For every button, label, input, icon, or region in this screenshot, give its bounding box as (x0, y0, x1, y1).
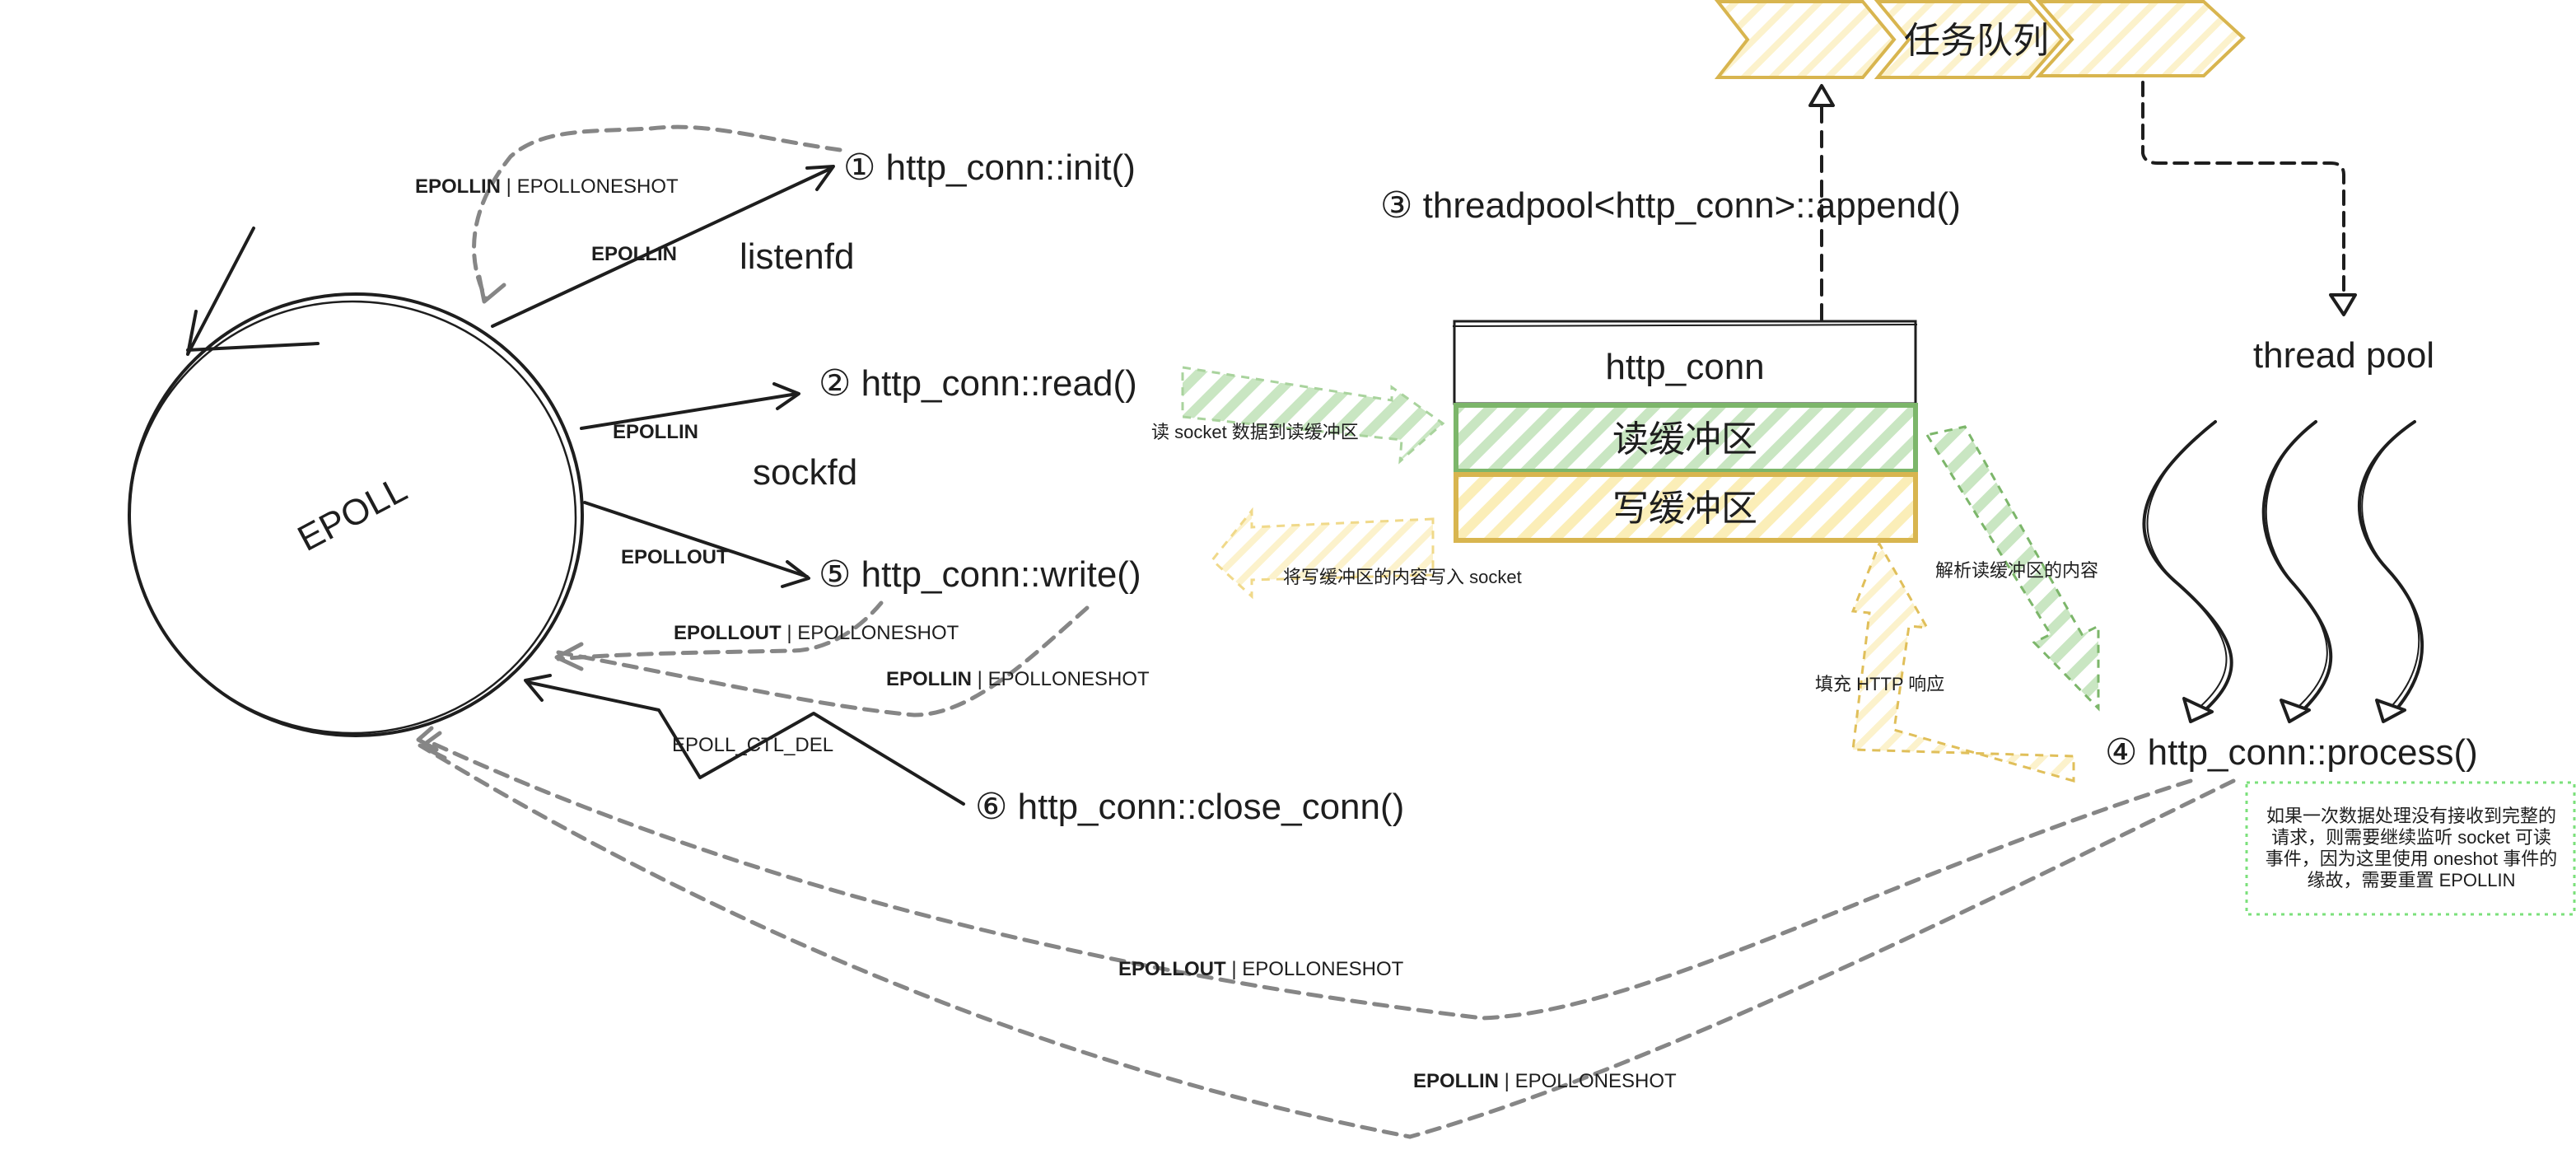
init-event-label: EPOLLIN | EPOLLONESHOT (415, 175, 679, 198)
init-rearm-arrow (472, 124, 842, 301)
queue-to-pool-arrow (2141, 81, 2357, 316)
thread-squiggles (2142, 420, 2424, 723)
note-line-3: 事件，因为这里使用 oneshot 事件的 (2266, 848, 2558, 869)
read-arrow (580, 392, 799, 430)
task-queue-label: 任务队列 (1904, 21, 2049, 61)
write-flow-label: 将写缓冲区的内容写入 socket (1283, 567, 1522, 587)
flow-arrows (1181, 366, 2100, 783)
process-epollin-arrow (418, 743, 2236, 1139)
thread-1 (2142, 420, 2233, 720)
note-line-4: 缘故，需要重置 EPOLLIN (2307, 870, 2515, 890)
read-flow-label: 读 socket 数据到读缓冲区 (1151, 422, 1359, 442)
read-epollin-label: EPOLLIN (613, 421, 698, 443)
listenfd-label: listenfd (740, 236, 854, 277)
task-queue-chevron-1 (1714, 0, 1897, 79)
append-arrow (1808, 84, 1835, 321)
step-write: ⑤ http_conn::write() (819, 554, 1141, 595)
task-queue-chevron-3 (2035, 0, 2246, 77)
write-buffer (1454, 472, 1918, 543)
sockfd-label: sockfd (753, 452, 857, 493)
write-epollin-rearm-label: EPOLLIN | EPOLLONESHOT (886, 668, 1150, 690)
step-read: ② http_conn::read() (819, 363, 1137, 404)
write-arrow (583, 501, 809, 578)
write-rearm-label: EPOLLOUT | EPOLLONESHOT (674, 622, 959, 644)
step-process: ④ http_conn::process() (2105, 732, 2478, 773)
epoll-label: EPOLL (292, 469, 413, 559)
write-rearm-arrow (556, 601, 884, 661)
epoll-node: EPOLL (128, 227, 584, 737)
parse-flow-label: 解析读缓冲区的内容 (1935, 560, 2098, 581)
response-flow-label: 填充 HTTP 响应 (1815, 674, 1944, 694)
ctl-del-label: EPOLL_CTL_DEL (672, 734, 833, 756)
process-epollout-arrow (426, 739, 2193, 1021)
response-flow-arrow (1850, 540, 2075, 783)
init-arrow (491, 166, 833, 328)
write-flow-arrow (1210, 507, 1435, 600)
write-epollin-arrow (556, 605, 1090, 717)
process-epollin-label: EPOLLIN | EPOLLONESHOT (1413, 1070, 1677, 1092)
step-init: ① http_conn::init() (843, 147, 1136, 188)
thread-pool-label: thread pool (2253, 335, 2434, 376)
read-buffer-label: 读缓冲区 (1612, 419, 1757, 460)
parse-flow-arrow (1925, 425, 2100, 712)
event-arrows (491, 165, 965, 806)
listen-epollin-label: EPOLLIN (591, 243, 677, 265)
rearm-arrowheads (416, 274, 584, 760)
task-queue: 任务队列 (1714, 0, 2246, 79)
rearm-arrows (418, 124, 2236, 1139)
process-epollout-label: EPOLLOUT | EPOLLONESHOT (1118, 958, 1404, 980)
http-conn-title: http_conn (1605, 347, 1764, 387)
thread-2 (2261, 420, 2333, 720)
write-buffer-label: 写缓冲区 (1612, 488, 1757, 529)
read-buffer (1454, 403, 1918, 474)
http-conn-box: http_conn 读缓冲区 写缓冲区 (1452, 320, 1918, 543)
write-epollout-label: EPOLLOUT (621, 546, 729, 568)
close-arrow (525, 680, 965, 806)
note-line-2: 请求，则需要继续监听 socket 可读 (2271, 827, 2551, 848)
read-flow-arrow (1181, 366, 1445, 465)
step-close: ⑥ http_conn::close_conn() (975, 787, 1404, 827)
oneshot-note: 如果一次数据处理没有接收到完整的 请求，则需要继续监听 socket 可读 事件… (2245, 781, 2576, 916)
step-append: ③ threadpool<http_conn>::append() (1380, 185, 1961, 226)
task-queue-chevron-2 (1874, 0, 2065, 79)
note-line-1: 如果一次数据处理没有接收到完整的 (2266, 806, 2556, 826)
